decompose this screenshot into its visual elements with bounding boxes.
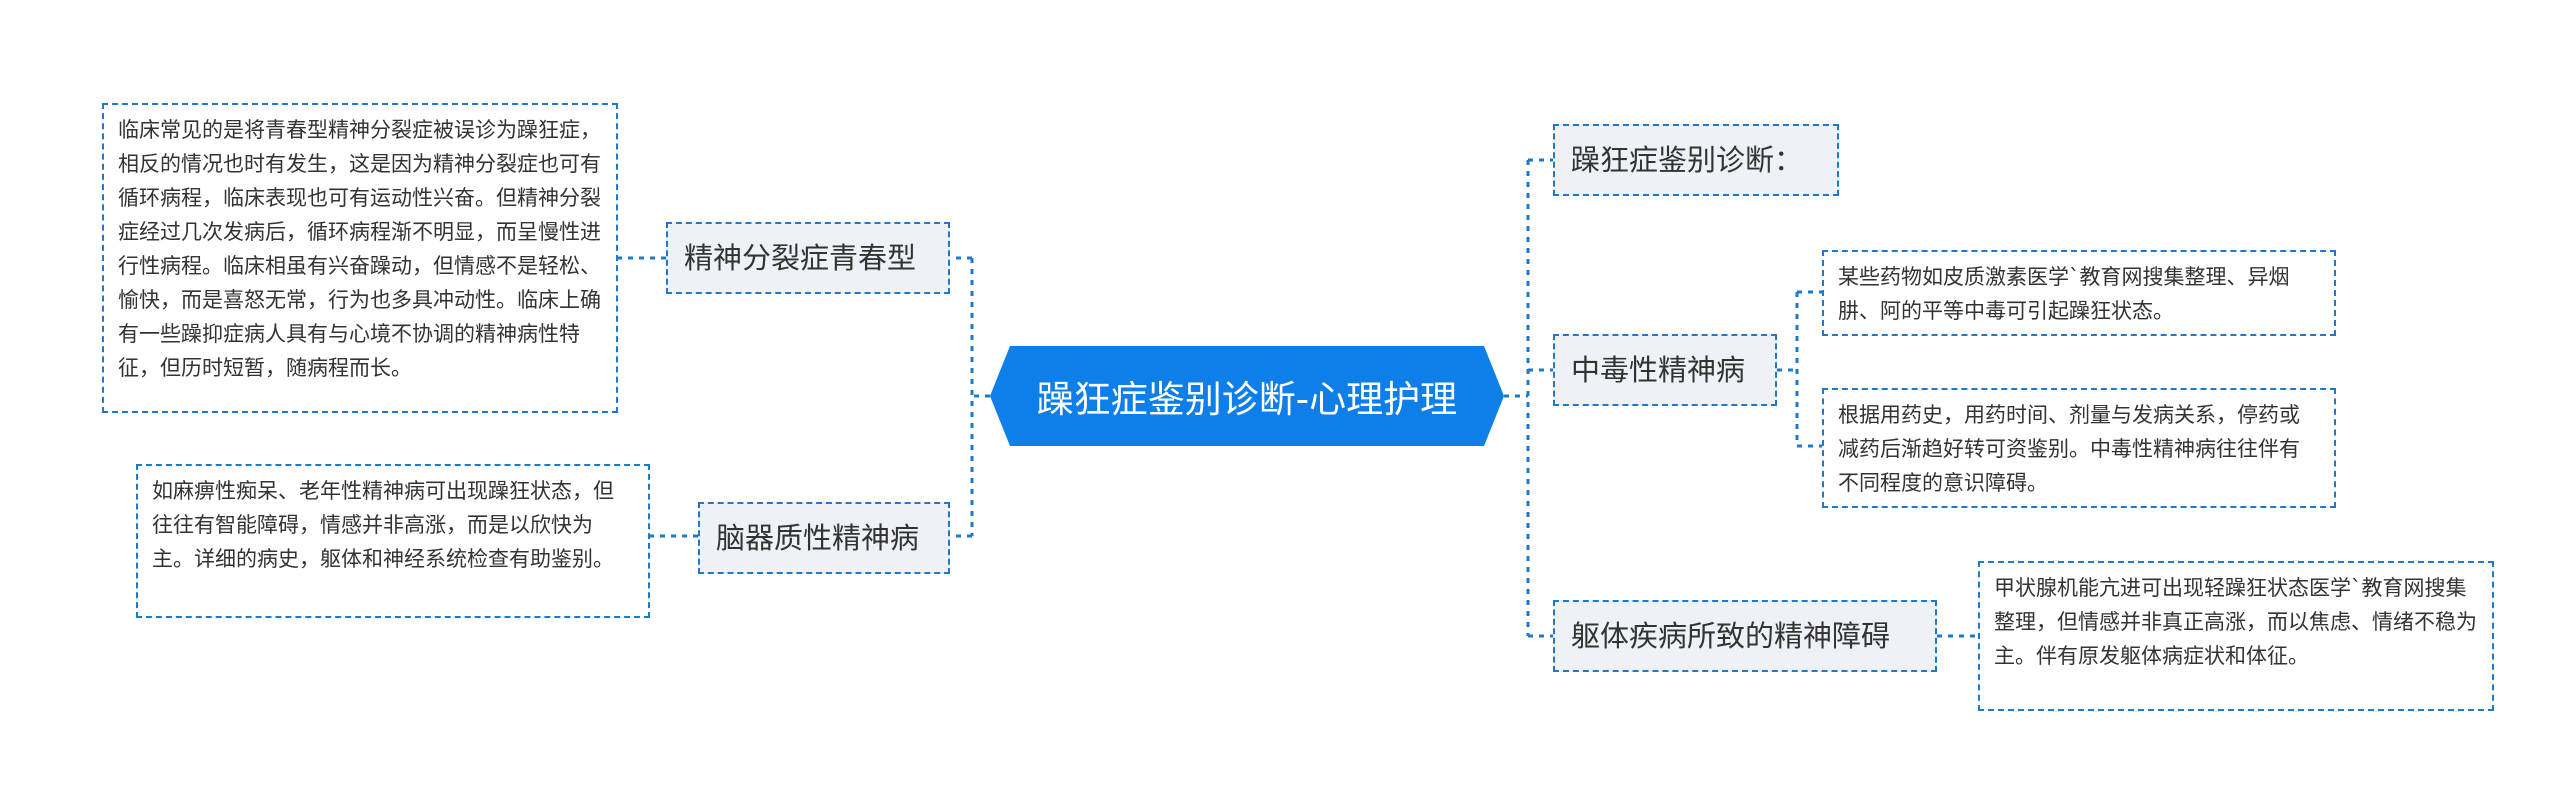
central-topic-shape [990,346,1504,446]
topic-somatic-disorder[interactable]: 躯体疾病所致的精神障碍 [1553,600,1937,672]
topic-schizophrenia-hebephrenic[interactable]: 精神分裂症青春型 [666,222,950,294]
central-topic[interactable]: 躁狂症鉴别诊断-心理护理 [990,346,1504,446]
note-somatic: 甲状腺机能亢进可出现轻躁狂状态医学`教育网搜集整理，但情感并非真正高涨，而以焦虑… [1978,561,2494,711]
topic-toxic-psychosis[interactable]: 中毒性精神病 [1553,334,1777,406]
note-schizophrenia: 临床常见的是将青春型精神分裂症被误诊为躁狂症，相反的情况也时有发生，这是因为精神… [102,103,618,413]
topic-organic-psychosis[interactable]: 脑器质性精神病 [698,502,950,574]
note-text: 根据用药史，用药时间、剂量与发病关系，停药或减药后渐趋好转可资鉴别。中毒性精神病… [1838,403,2300,495]
central-topic-label: 躁狂症鉴别诊断-心理护理 [1036,378,1458,421]
note-toxic-1: 某些药物如皮质激素医学`教育网搜集整理、异烟肼、阿的平等中毒可引起躁狂状态。 [1822,250,2336,336]
link-toxic-notes [1777,290,1822,448]
topic-label: 躁狂症鉴别诊断： [1571,142,1804,177]
link-left-spine [950,256,990,538]
note-text: 临床常见的是将青春型精神分裂症被误诊为躁狂症，相反的情况也时有发生，这是因为精神… [118,118,601,380]
link-right-spine [1504,158,1553,638]
note-text: 某些药物如皮质激素医学`教育网搜集整理、异烟肼、阿的平等中毒可引起躁狂状态。 [1838,265,2290,323]
topic-differential-diagnosis[interactable]: 躁狂症鉴别诊断： [1553,124,1839,196]
topic-label: 躯体疾病所致的精神障碍 [1571,618,1891,653]
note-text: 如麻痹性痴呆、老年性精神病可出现躁狂状态，但往往有智能障碍，情感并非高涨，而是以… [152,479,614,571]
note-toxic-2: 根据用药史，用药时间、剂量与发病关系，停药或减药后渐趋好转可资鉴别。中毒性精神病… [1822,388,2336,508]
note-organic: 如麻痹性痴呆、老年性精神病可出现躁狂状态，但往往有智能障碍，情感并非高涨，而是以… [136,464,650,618]
topic-label: 脑器质性精神病 [716,520,920,555]
topic-label: 精神分裂症青春型 [684,240,917,275]
topic-label: 中毒性精神病 [1571,352,1746,387]
note-text: 甲状腺机能亢进可出现轻躁狂状态医学`教育网搜集整理，但情感并非真正高涨，而以焦虑… [1994,576,2477,668]
